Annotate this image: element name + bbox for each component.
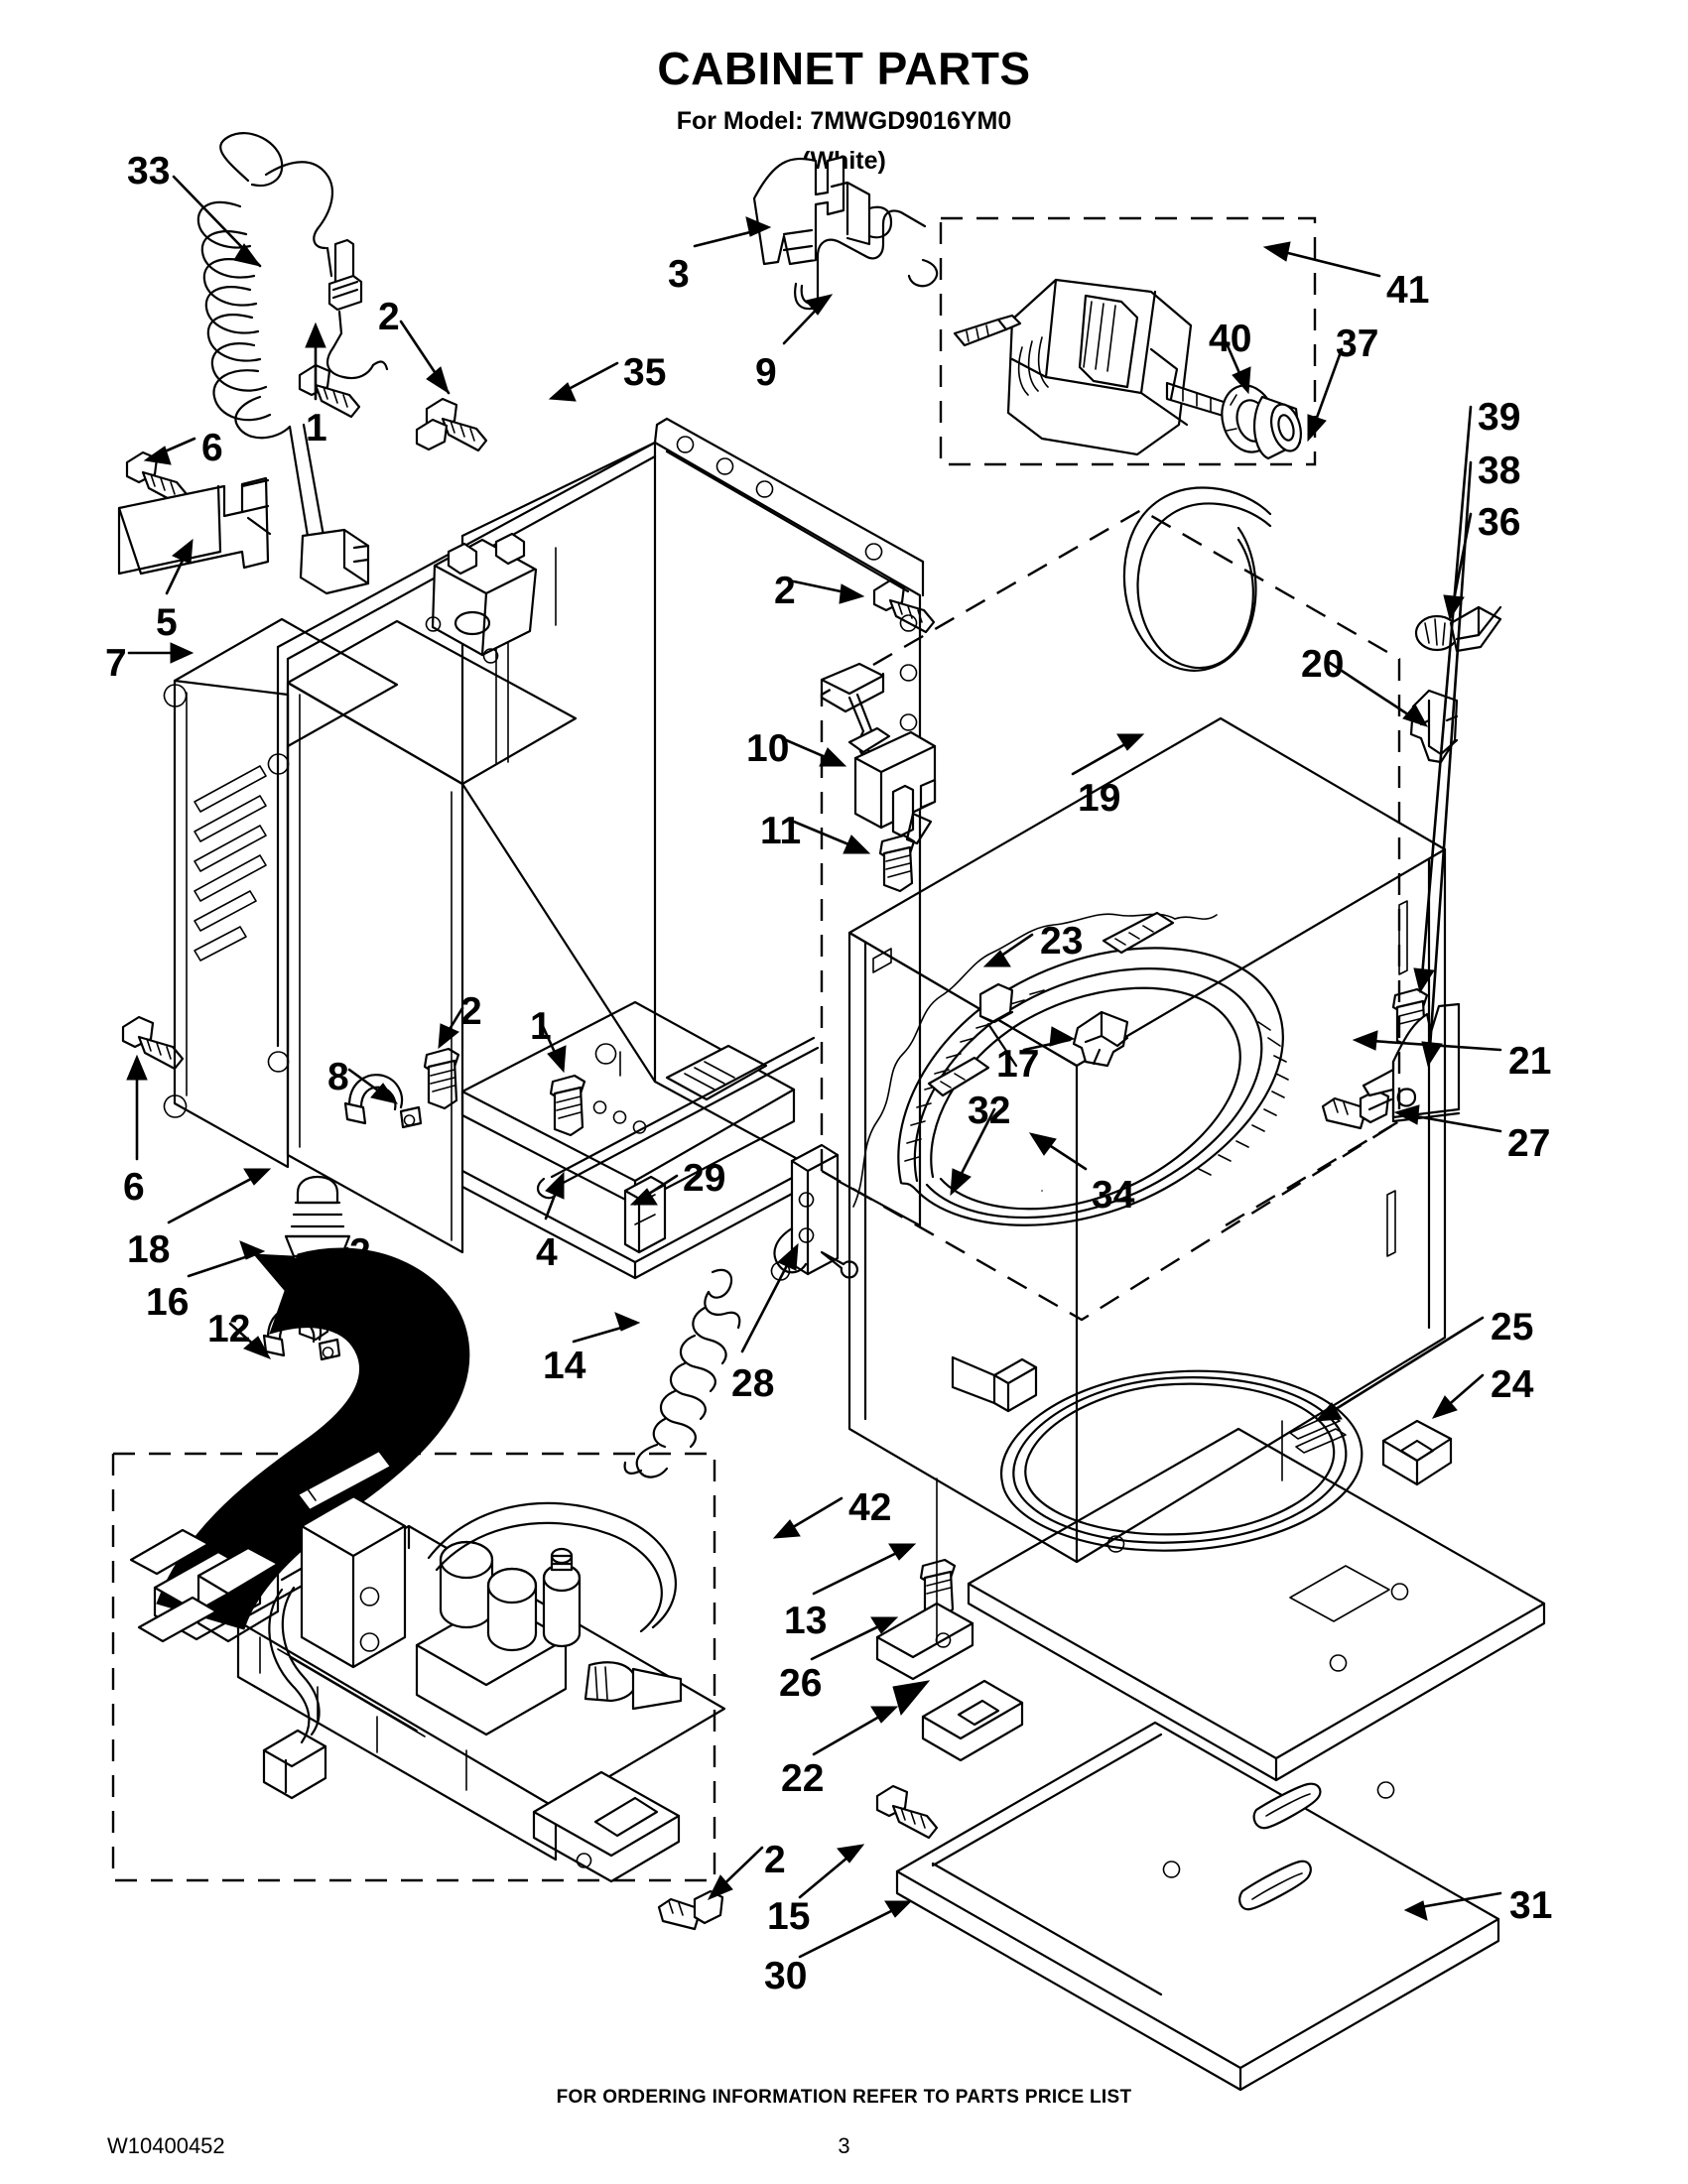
- callout-24: 24: [1491, 1363, 1534, 1406]
- callout-41: 41: [1386, 269, 1430, 312]
- louver-vents: [194, 765, 267, 962]
- callout-3: 3: [668, 253, 690, 296]
- part-9-rod: [794, 209, 939, 311]
- part-36-knob: [1414, 605, 1502, 653]
- gas-valve: [415, 1540, 582, 1736]
- callout-27: 27: [1507, 1122, 1551, 1165]
- callout-5: 5: [156, 601, 178, 644]
- part-5-shield: [117, 476, 272, 576]
- part-38-bracket: [1362, 1002, 1461, 1123]
- part-41-motor-box: [939, 216, 1317, 466]
- callout-32: 32: [968, 1090, 1011, 1132]
- callout-2b: 2: [774, 570, 796, 612]
- part-25-seal-ring: [999, 1369, 1363, 1552]
- callout-14: 14: [543, 1345, 586, 1387]
- callout-18: 18: [127, 1228, 171, 1271]
- part-10-door-switch: [820, 662, 937, 845]
- callout-22: 22: [781, 1757, 825, 1800]
- page-number: 3: [838, 2133, 850, 2158]
- part-14-spring: [623, 1268, 741, 1478]
- callout-40: 40: [1209, 318, 1252, 360]
- callout-34: 34: [1092, 1174, 1135, 1217]
- callout-15: 15: [767, 1895, 811, 1938]
- callout-29: 29: [683, 1157, 726, 1200]
- callout-11: 11: [760, 810, 802, 852]
- page-title: CABINET PARTS: [657, 43, 1031, 94]
- callout-35: 35: [623, 351, 667, 394]
- callout-1a: 1: [306, 407, 327, 450]
- color-variant: (White): [802, 147, 886, 175]
- callout-2e: 2: [764, 1839, 786, 1881]
- callout-26: 26: [779, 1662, 823, 1705]
- callout-13: 13: [784, 1600, 828, 1642]
- exhaust-duct: [156, 1247, 470, 1630]
- lower-right-assembly: [875, 1369, 1546, 2092]
- callout-17: 17: [996, 1043, 1040, 1086]
- callout-31: 31: [1509, 1884, 1553, 1927]
- clamps-group: [262, 1074, 423, 1361]
- front-panel-assembly: [820, 508, 1447, 1564]
- callout-2c: 2: [460, 990, 482, 1033]
- callout-9: 9: [755, 351, 777, 394]
- callout-2d: 2: [349, 1231, 371, 1274]
- callout-21: 21: [1508, 1040, 1552, 1083]
- callout-4: 4: [536, 1231, 558, 1274]
- part-37-belt: [1122, 486, 1272, 672]
- callout-23: 23: [1040, 920, 1084, 963]
- callout-25: 25: [1491, 1306, 1534, 1349]
- callout-30: 30: [764, 1955, 808, 1997]
- callout-7: 7: [105, 642, 127, 685]
- callout-6a: 6: [201, 427, 223, 469]
- part-33-power-cord: [196, 132, 389, 595]
- callout-33: 33: [127, 150, 171, 193]
- part-40-pulley: [1221, 384, 1302, 460]
- callout-8: 8: [327, 1056, 349, 1098]
- part-20-clip: [1409, 689, 1459, 764]
- gas-burner-assembly: [111, 1449, 726, 1883]
- callout-10: 10: [746, 727, 790, 770]
- callout-12: 12: [207, 1308, 251, 1350]
- callout-38: 38: [1478, 450, 1521, 492]
- part-24-clip: [1381, 1419, 1453, 1486]
- part-motor: [953, 278, 1229, 456]
- callout-28: 28: [731, 1362, 775, 1405]
- callout-19: 19: [1078, 777, 1121, 820]
- callout-20: 20: [1301, 643, 1345, 686]
- callout-36: 36: [1478, 501, 1521, 544]
- ordering-information-note: FOR ORDERING INFORMATION REFER TO PARTS …: [556, 2087, 1132, 2108]
- model-line: For Model: 7MWGD9016YM0: [676, 107, 1012, 135]
- callout-2a: 2: [378, 296, 400, 338]
- document-number: W10400452: [107, 2133, 225, 2158]
- callout-1b: 1: [530, 1005, 552, 1048]
- callout-42: 42: [848, 1486, 892, 1529]
- cabinet-body: [163, 417, 925, 1281]
- callout-16: 16: [146, 1281, 190, 1324]
- callout-6b: 6: [123, 1166, 145, 1209]
- callout-37: 37: [1336, 322, 1379, 365]
- callout-39: 39: [1478, 396, 1521, 439]
